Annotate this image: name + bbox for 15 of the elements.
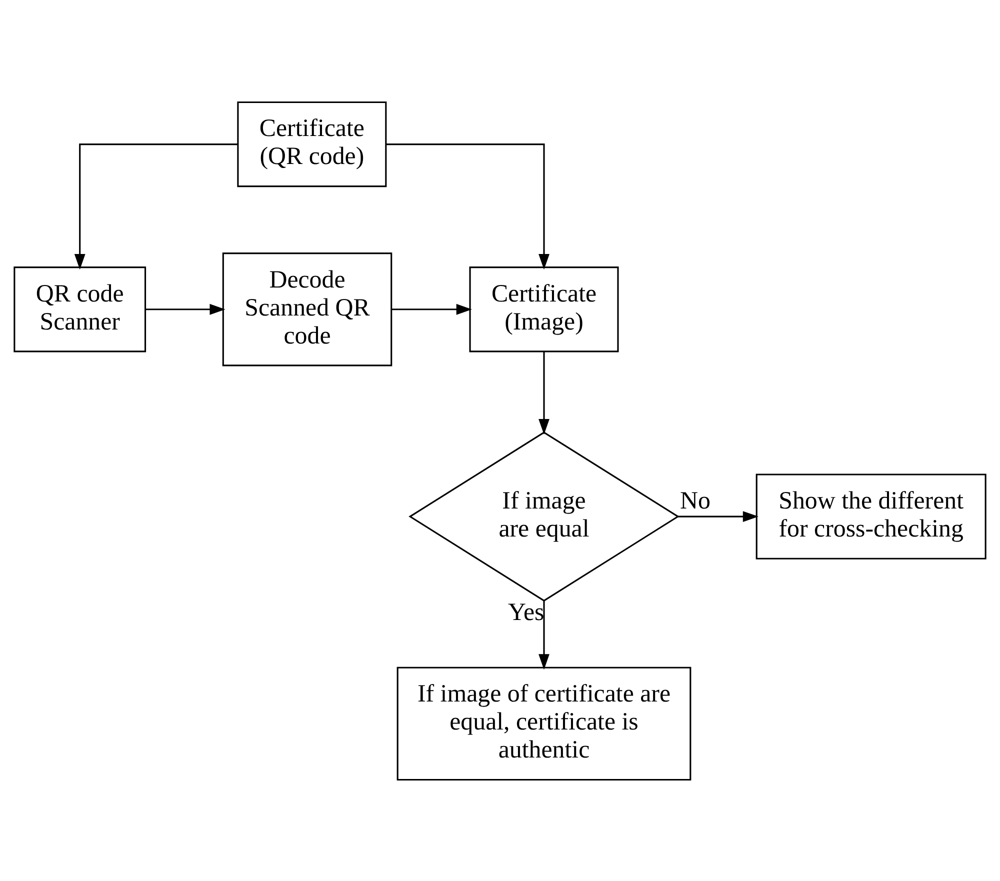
edge-label: No — [680, 486, 710, 514]
arrow — [391, 303, 472, 314]
arrow — [146, 303, 226, 314]
node-box: Show the different for cross-checking — [756, 473, 986, 559]
node-box: Certificate (Image) — [469, 266, 619, 352]
arrow — [74, 143, 238, 270]
arrow — [678, 510, 758, 522]
node-box: QR code Scanner — [14, 266, 146, 352]
node-diamond: If image are equal — [408, 431, 680, 602]
arrow — [538, 600, 550, 670]
node-box: If image of certificate are equal, certificate is authentic — [396, 666, 692, 780]
arrow — [386, 143, 550, 270]
arrow — [538, 351, 550, 434]
node-box: Certificate (QR code) — [237, 100, 387, 187]
node-box: Decode Scanned QR code — [222, 252, 392, 366]
